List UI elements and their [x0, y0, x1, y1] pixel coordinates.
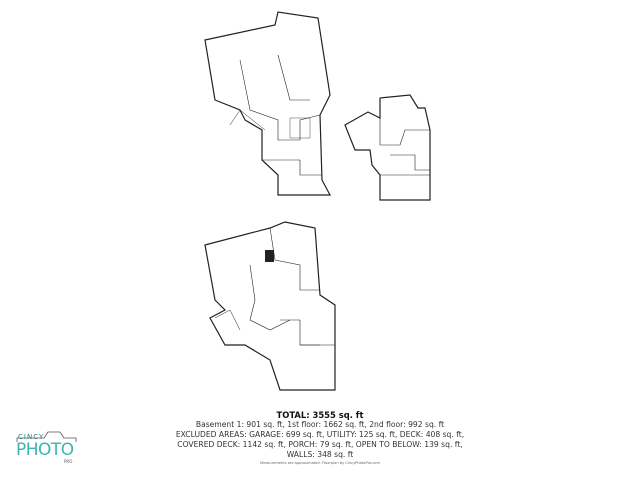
walls-area: WALLS: 348 sq. ft [286, 450, 354, 459]
floor-plan-second-floor [344, 94, 431, 201]
measurement-note: Measurements are approximated. Floorplan… [260, 461, 380, 465]
excluded-areas-1: EXCLUDED AREAS: GARAGE: 699 sq. ft, UTIL… [175, 430, 465, 439]
total-area: TOTAL: 3555 sq. ft [276, 410, 364, 420]
excluded-areas-2: COVERED DECK: 1142 sq. ft, PORCH: 79 sq.… [177, 440, 463, 449]
logo-cincy: CINCY [18, 433, 45, 441]
area-summary: TOTAL: 3555 sq. ft Basement 1: 901 sq. f… [170, 410, 470, 460]
floor-areas: Basement 1: 901 sq. ft, 1st floor: 1662 … [195, 420, 445, 429]
floor-plan-first-floor [204, 11, 331, 196]
logo-photo: PHOTO [16, 440, 74, 460]
logo-pro: PRO [64, 459, 73, 464]
camera-outline-icon [16, 431, 77, 442]
cincy-photo-pro-logo: CINCY PHOTO PRO [14, 428, 84, 468]
floor-plan-basement [204, 221, 336, 391]
